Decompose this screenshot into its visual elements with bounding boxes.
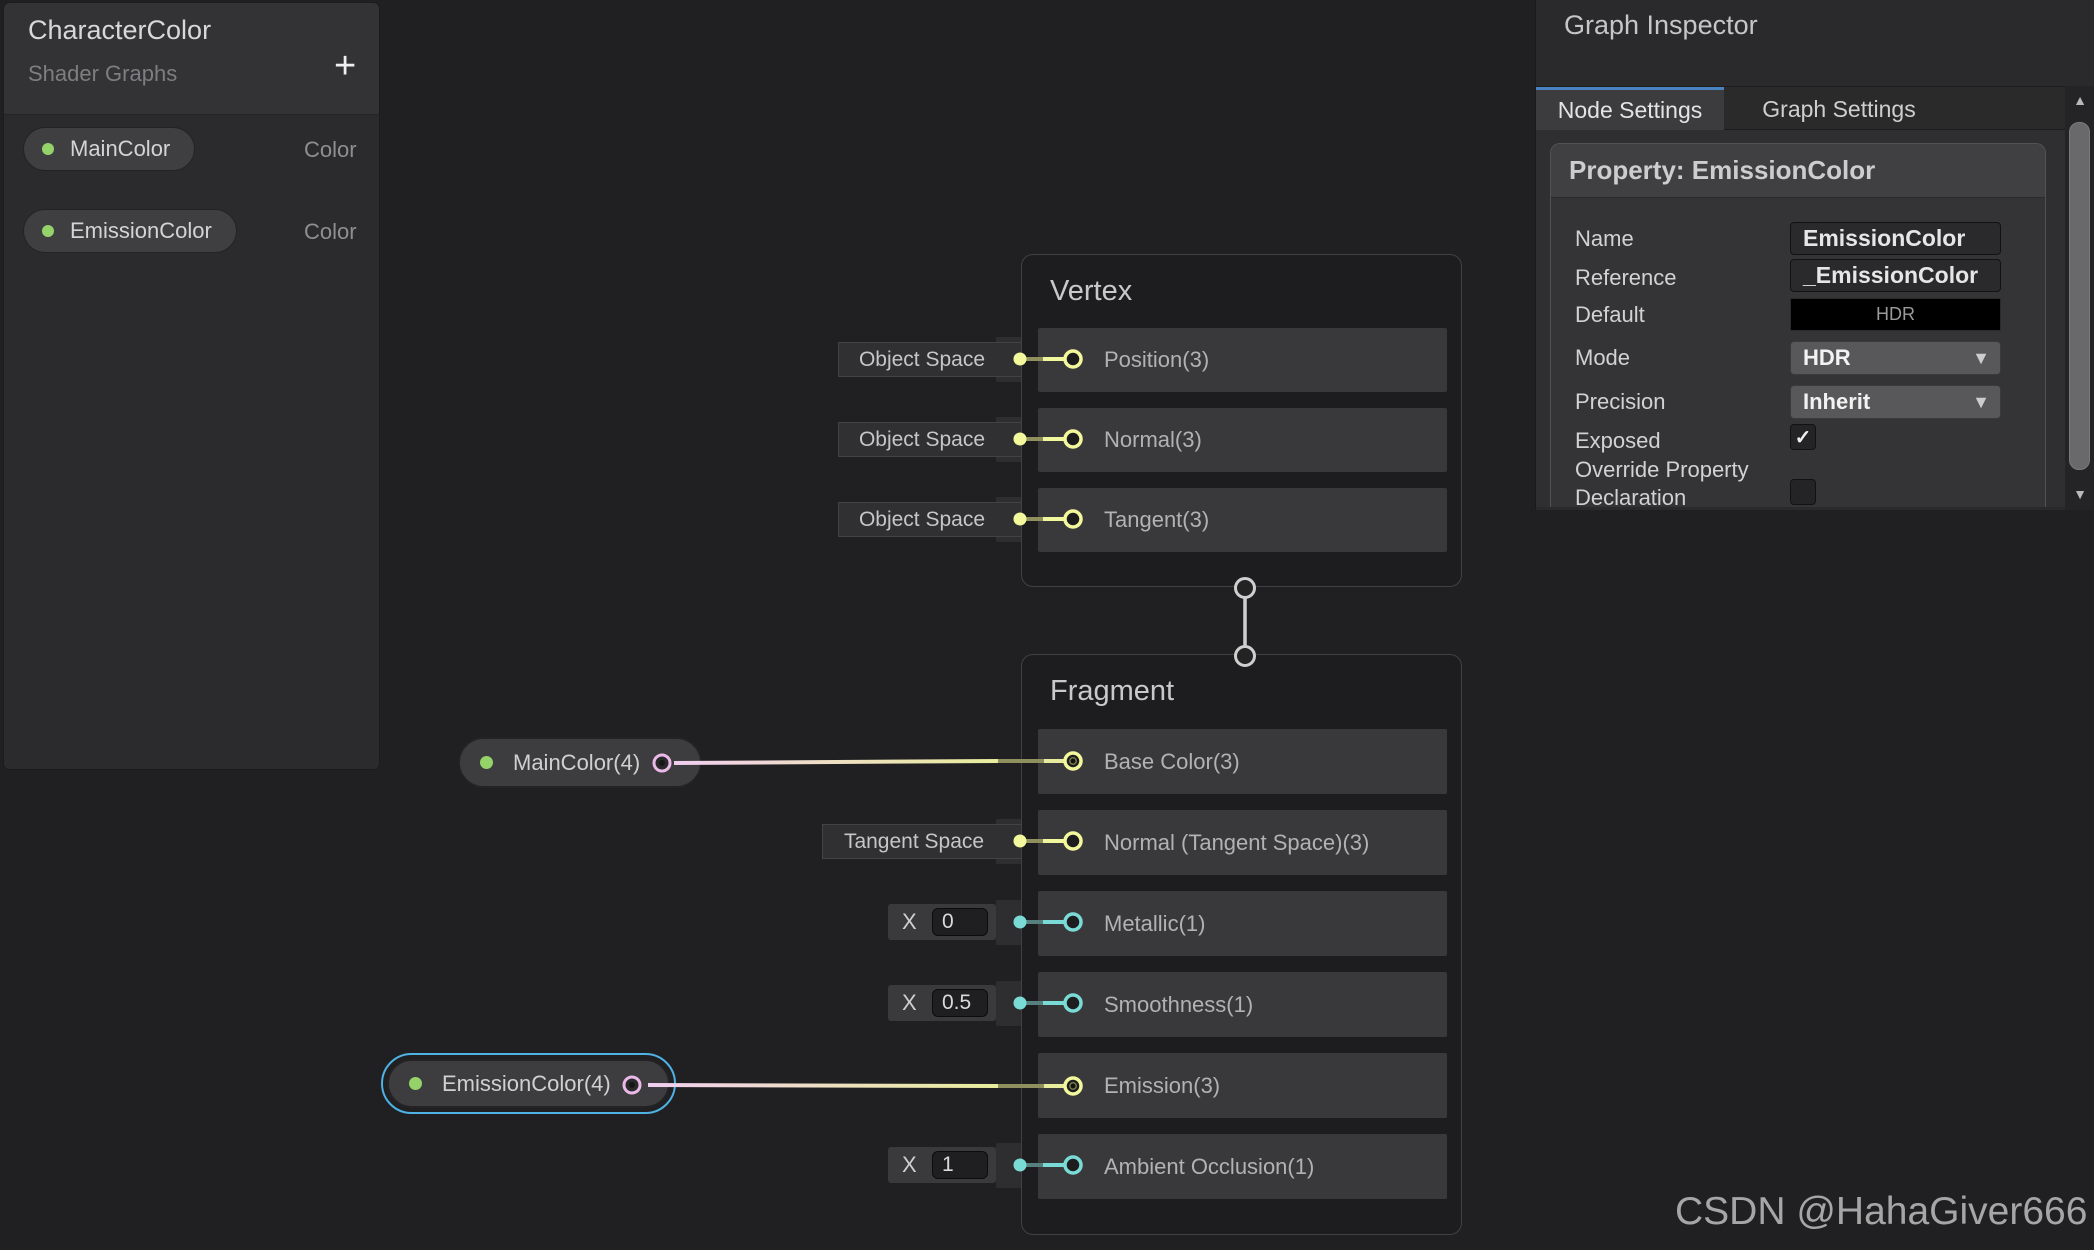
name-value: EmissionColor — [1803, 225, 1966, 251]
smoothness-value: 0.5 — [942, 991, 972, 1014]
port-label: Metallic(1) — [1104, 910, 1206, 936]
default-connector-object-space[interactable]: Object Space — [838, 502, 1040, 537]
property-name: MainColor — [70, 136, 171, 161]
mode-dropdown[interactable]: HDR ▼ — [1790, 341, 2001, 375]
add-property-button[interactable]: + — [334, 45, 357, 87]
mode-label: Mode — [1575, 345, 1631, 370]
port-row-metallic[interactable]: Metallic(1) — [1038, 891, 1447, 956]
port-row-tangent[interactable]: Tangent(3) — [1038, 488, 1447, 552]
property-box-header: Property: EmissionColor — [1551, 144, 2045, 198]
port-label: Emission(3) — [1104, 1072, 1221, 1098]
inspector-tab-bar: Node Settings Graph Settings — [1536, 86, 2094, 131]
default-connector-tangent-space[interactable]: Tangent Space — [822, 824, 1040, 859]
x-component-label: X — [902, 1152, 917, 1177]
property-type-label: Color — [304, 137, 357, 162]
inspector-content: Property: EmissionColor Name EmissionCol… — [1536, 130, 2065, 507]
scroll-down-icon[interactable]: ▼ — [2073, 486, 2087, 502]
watermark-text: CSDN @HahaGiver666 — [1675, 1190, 2088, 1233]
override-label-line1: Override Property — [1575, 457, 1749, 482]
default-label: Default — [1575, 302, 1645, 327]
property-name: EmissionColor — [70, 218, 212, 243]
port-row-position[interactable]: Position(3) — [1038, 328, 1447, 392]
blackboard-panel[interactable]: CharacterColor Shader Graphs + MainColor… — [3, 2, 380, 770]
scroll-up-icon[interactable]: ▲ — [2073, 92, 2087, 108]
reference-label: Reference — [1575, 265, 1677, 290]
property-node-label: MainColor(4) — [513, 749, 641, 775]
tab-node-settings[interactable]: Node Settings — [1536, 87, 1724, 131]
port-label: Base Color(3) — [1104, 748, 1240, 774]
metallic-value-box: X 0 — [888, 904, 996, 940]
port-row-smoothness[interactable]: Smoothness(1) — [1038, 972, 1447, 1037]
smoothness-value-box: X 0.5 — [888, 985, 996, 1021]
name-label: Name — [1575, 226, 1634, 251]
maincolor-property-node[interactable]: MainColor(4) — [458, 737, 702, 788]
property-settings-box: Property: EmissionColor Name EmissionCol… — [1550, 143, 2046, 507]
property-type-label: Color — [304, 219, 357, 244]
chevron-down-icon: ▼ — [1972, 391, 1990, 412]
ambient-occlusion-value-input[interactable]: 1 — [932, 1151, 988, 1179]
property-dot-icon — [42, 225, 54, 237]
override-label-line2: Declaration — [1575, 485, 1687, 507]
precision-dropdown[interactable]: Inherit ▼ — [1790, 385, 2001, 419]
reference-field[interactable]: _EmissionColor — [1790, 259, 2001, 292]
port-row-base-color[interactable]: Base Color(3) — [1038, 729, 1447, 794]
port-label: Normal (Tangent Space)(3) — [1104, 829, 1370, 855]
vertex-master-node[interactable]: Vertex Position(3) Normal(3) Tangent(3) — [1021, 254, 1462, 587]
chevron-down-icon: ▼ — [1972, 347, 1990, 368]
graph-inspector-panel[interactable]: Graph Inspector Node Settings Graph Sett… — [1535, 0, 2094, 510]
graph-inspector-title: Graph Inspector — [1564, 10, 1758, 40]
precision-label: Precision — [1575, 389, 1666, 414]
tab-graph-settings[interactable]: Graph Settings — [1762, 95, 1916, 122]
port-label: Position(3) — [1104, 347, 1210, 372]
port-label: Ambient Occlusion(1) — [1104, 1153, 1315, 1179]
default-connector-object-space[interactable]: Object Space — [838, 422, 1040, 457]
emissioncolor-property-node[interactable]: EmissionColor(4) — [387, 1059, 670, 1108]
fragment-master-node[interactable]: Fragment Base Color(3) Normal (Tangent S… — [1021, 654, 1462, 1235]
port-row-normal[interactable]: Normal(3) — [1038, 408, 1447, 472]
exposed-checkbox[interactable]: ✓ — [1790, 424, 1816, 450]
override-property-checkbox[interactable] — [1790, 479, 1816, 505]
property-dot-icon — [480, 756, 493, 769]
name-field[interactable]: EmissionColor — [1790, 222, 2001, 255]
port-row-normal-tangent-space[interactable]: Normal (Tangent Space)(3) — [1038, 810, 1447, 875]
blackboard-subtitle: Shader Graphs — [28, 61, 178, 86]
mode-value: HDR — [1803, 345, 1851, 370]
precision-value: Inherit — [1803, 389, 1871, 414]
property-box-title: Property: EmissionColor — [1569, 155, 1876, 185]
smoothness-value-input[interactable]: 0.5 — [932, 989, 988, 1017]
fragment-node-title: Fragment — [1050, 675, 1175, 707]
override-property-label: Override Property Declaration — [1575, 456, 1780, 507]
metallic-value: 0 — [942, 910, 954, 933]
port-row-emission[interactable]: Emission(3) — [1038, 1053, 1447, 1118]
property-dot-icon — [42, 143, 54, 155]
inspector-scrollbar[interactable]: ▲ ▼ — [2065, 86, 2094, 510]
port-row-ambient-occlusion[interactable]: Ambient Occlusion(1) — [1038, 1134, 1447, 1199]
edge-emissioncolor-emission[interactable] — [647, 1083, 999, 1088]
blackboard-title: CharacterColor — [28, 15, 212, 45]
property-dot-icon — [409, 1077, 422, 1090]
blackboard-property-maincolor[interactable]: MainColor — [23, 127, 196, 171]
x-component-label: X — [902, 909, 917, 934]
property-node-label: EmissionColor(4) — [442, 1070, 611, 1096]
reference-value: _EmissionColor — [1803, 262, 1979, 288]
metallic-value-input[interactable]: 0 — [932, 908, 988, 936]
ambient-occlusion-value: 1 — [942, 1153, 954, 1176]
vertex-node-title: Vertex — [1050, 275, 1133, 307]
default-color-swatch[interactable]: HDR — [1790, 298, 2001, 331]
x-component-label: X — [902, 990, 917, 1015]
exposed-label: Exposed — [1575, 428, 1661, 453]
ambient-occlusion-value-box: X 1 — [888, 1147, 996, 1183]
blackboard-header: CharacterColor Shader Graphs + — [4, 3, 379, 115]
scrollbar-thumb[interactable] — [2069, 122, 2090, 470]
port-label: Normal(3) — [1104, 427, 1202, 452]
blackboard-property-emissioncolor[interactable]: EmissionColor — [23, 209, 237, 253]
edge-maincolor-basecolor[interactable] — [673, 759, 999, 765]
default-connector-object-space[interactable]: Object Space — [838, 342, 1040, 377]
port-label: Smoothness(1) — [1104, 991, 1254, 1017]
port-label: Tangent(3) — [1104, 507, 1210, 532]
